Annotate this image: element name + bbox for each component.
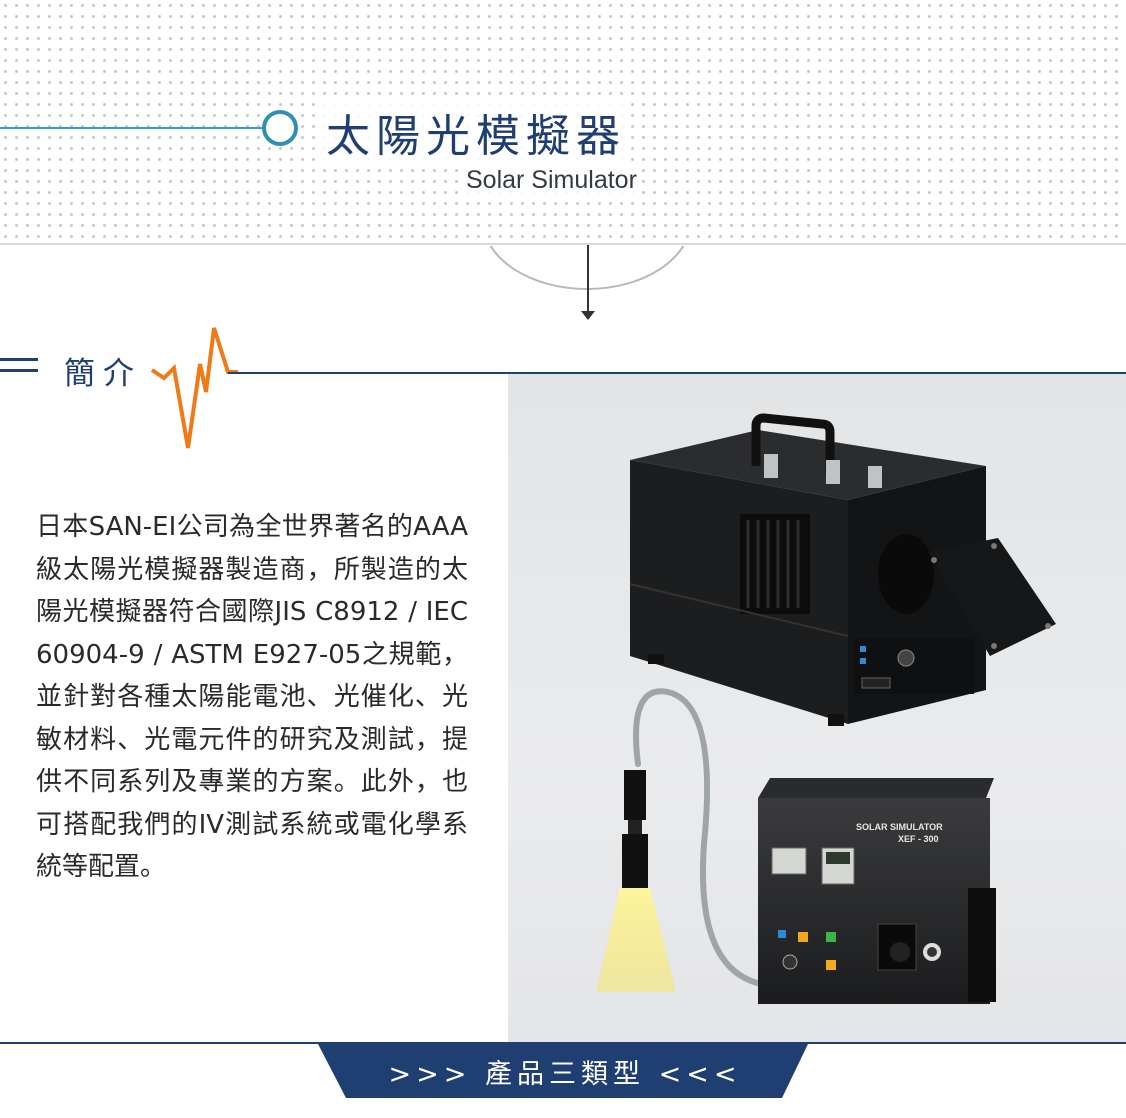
down-arrow-icon <box>581 311 595 320</box>
light-beam <box>596 888 676 992</box>
power-supply-unit: SOLAR SIMULATOR XEF - 300 <box>758 778 996 1004</box>
product-photo: SOLAR SIMULATOR XEF - 300 <box>508 374 1126 1042</box>
title-ring-icon <box>262 110 298 146</box>
down-arrow-stem <box>587 245 589 317</box>
light-probe <box>624 770 646 820</box>
intro-section-label: 簡介 <box>64 356 142 392</box>
intro-divider <box>228 372 1126 374</box>
device-label-line2: XEF - 300 <box>898 834 939 844</box>
page-subtitle: Solar Simulator <box>464 166 639 195</box>
menu-lines-icon <box>0 358 38 372</box>
page-title: 太陽光模擬器 <box>322 100 630 164</box>
footer-tab-shape <box>318 1044 808 1098</box>
intro-paragraph: 日本SAN-EI公司為全世界著名的AAA級太陽光模擬器製造商，所製造的太陽光模擬… <box>36 512 468 882</box>
pulse-wave-icon <box>150 327 238 449</box>
title-accent-line <box>0 127 262 129</box>
header-divider <box>0 243 1126 245</box>
lamp-housing <box>629 413 1056 726</box>
device-label-line1: SOLAR SIMULATOR <box>856 822 943 832</box>
product-types-button[interactable]: >>> 產品三類型 <<< <box>388 1059 742 1090</box>
footer-divider <box>0 1042 1126 1044</box>
